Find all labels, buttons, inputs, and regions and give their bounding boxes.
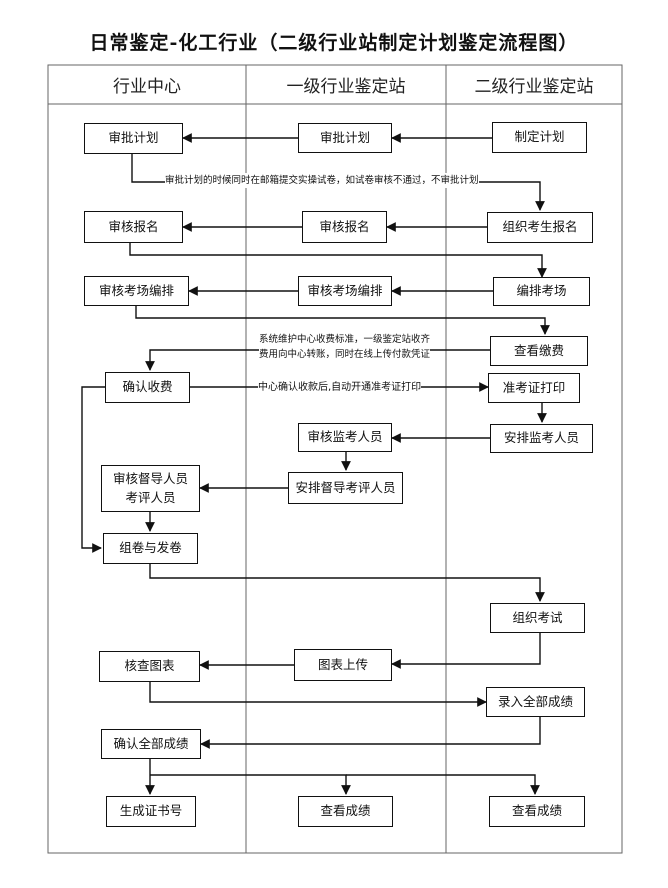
node-level1-review-room[interactable]: 审核考场编排	[298, 276, 392, 306]
node-level2-organize-registration[interactable]: 组织考生报名	[487, 212, 593, 243]
connectors	[81, 133, 550, 795]
node-level1-arrange-supervisors[interactable]: 安排督导考评人员	[288, 472, 403, 504]
node-level1-upload-charts[interactable]: 图表上传	[294, 649, 392, 681]
node-center-certificate-no[interactable]: 生成证书号	[106, 796, 196, 827]
edge-n19-n21	[149, 682, 487, 707]
node-level1-approve-plan[interactable]: 审批计划	[298, 123, 392, 153]
node-center-check-charts[interactable]: 核查图表	[99, 651, 200, 682]
note-plan-approval: 审批计划的时候同时在邮箱提交实操试卷，如试卷审核不通过，不审批计划	[165, 173, 479, 189]
edge-n22-n24	[150, 774, 351, 795]
node-center-confirm-scores[interactable]: 确认全部成绩	[101, 729, 201, 759]
edge-n21-n22	[200, 717, 541, 749]
note-fee-transfer: 系统维护中心收费标准，一级鉴定站收齐 费用向中心转账，同时在线上传付款凭证	[259, 332, 431, 363]
diagram-title: 日常鉴定-化工行业（二级行业站制定计划鉴定流程图）	[89, 32, 579, 54]
node-center-confirm-fee[interactable]: 确认收费	[105, 372, 190, 403]
edge-n4-n9	[129, 243, 547, 278]
lane-title-center: 行业中心	[113, 77, 181, 97]
node-level2-arrange-room[interactable]: 编排考场	[493, 277, 590, 306]
node-level1-review-invigilators[interactable]: 审核监考人员	[298, 423, 392, 452]
edge-n18-n20	[391, 633, 541, 669]
lane-title-level1: 一级行业鉴定站	[286, 77, 406, 97]
node-level2-arrange-invigilators[interactable]: 安排监考人员	[490, 424, 593, 453]
node-center-compose-papers[interactable]: 组卷与发卷	[103, 533, 198, 564]
node-level1-review-registration[interactable]: 审核报名	[302, 211, 387, 243]
node-level2-print-admission[interactable]: 准考证打印	[488, 373, 580, 403]
note-admission-print: 中心确认收款后,自动开通准考证打印	[258, 380, 422, 396]
node-level1-view-scores[interactable]: 查看成绩	[298, 796, 393, 827]
node-level2-view-fees[interactable]: 查看缴费	[490, 336, 588, 366]
edge-n11-n17	[81, 386, 105, 553]
edge-n7-n10	[135, 306, 550, 335]
edge-n17-n18	[149, 564, 545, 602]
edge-n22-n25	[346, 774, 540, 795]
swimlane-frame	[47, 64, 623, 854]
node-level2-make-plan[interactable]: 制定计划	[492, 122, 587, 153]
node-level2-organize-exam[interactable]: 组织考试	[490, 603, 585, 633]
node-level2-enter-scores[interactable]: 录入全部成绩	[486, 687, 585, 717]
node-center-review-room[interactable]: 审核考场编排	[84, 276, 189, 306]
node-center-review-registration[interactable]: 审核报名	[84, 211, 183, 243]
node-center-review-supervisor[interactable]: 审核督导人员 考评人员	[101, 465, 200, 512]
lane-title-level2: 二级行业鉴定站	[474, 77, 594, 97]
node-level2-view-scores[interactable]: 查看成绩	[489, 796, 585, 827]
node-center-approve-plan[interactable]: 审批计划	[84, 123, 183, 154]
